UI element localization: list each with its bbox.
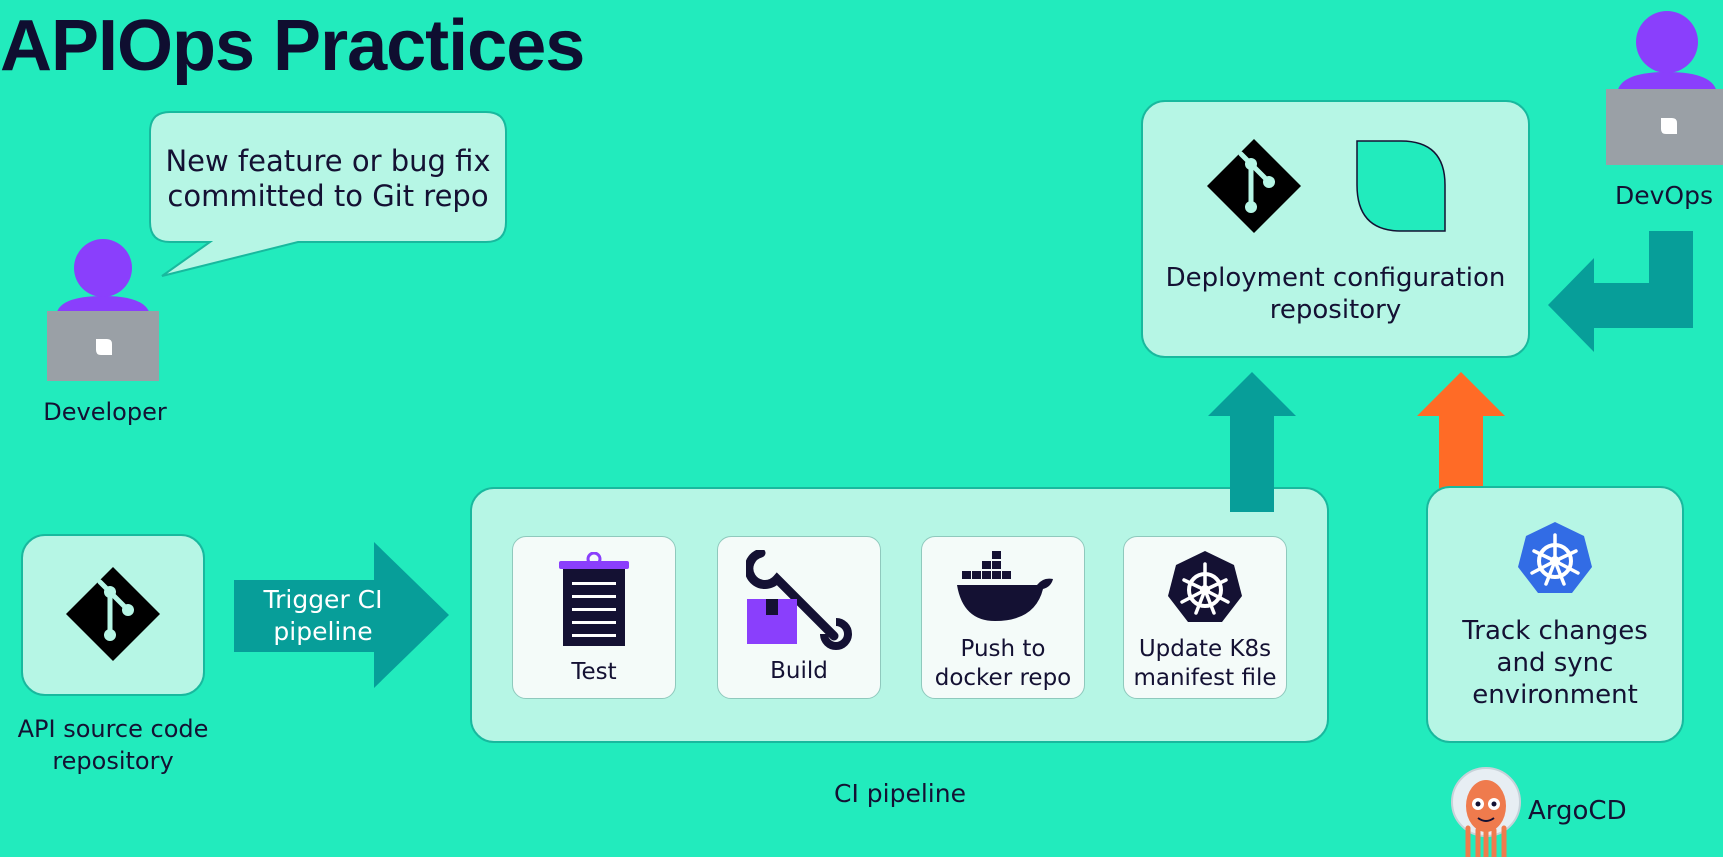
- kubernetes-icon: [1168, 551, 1242, 622]
- git-icon: [1207, 139, 1301, 233]
- ci-step-line-2: manifest file: [1133, 665, 1277, 691]
- trigger-ci-line-2: pipeline: [273, 617, 373, 646]
- trigger-ci-arrow: [234, 542, 449, 688]
- deploy-repo-label: Deployment configuration repository: [1141, 262, 1530, 326]
- devops-label: DevOps: [1615, 181, 1713, 210]
- ci-step-label: Build: [717, 657, 881, 686]
- ci-step-label: Test: [512, 658, 676, 687]
- speech-bubble-line-1: New feature or bug fix: [165, 144, 491, 178]
- source-repo-line-1: API source code: [17, 715, 209, 743]
- sync-box-line-3: environment: [1472, 680, 1638, 710]
- octopus-mascot-icon: [1451, 767, 1521, 857]
- speech-bubble: [149, 111, 507, 277]
- sync-box-line-2: and sync: [1496, 648, 1614, 678]
- ci-step-line-1: Build: [770, 658, 828, 684]
- person-body-icon: [1617, 72, 1717, 94]
- speech-bubble-line-2: committed to Git repo: [167, 179, 489, 213]
- sync-box-label: Track changes and sync environment: [1426, 615, 1684, 711]
- person-head-icon: [74, 239, 132, 297]
- ci-step-build: [717, 536, 881, 699]
- build-icon: [746, 550, 852, 650]
- deploy-repo-line-1: Deployment configuration: [1165, 263, 1506, 293]
- trigger-ci-line-1: Trigger CI: [263, 585, 383, 614]
- developer-person-icon: [47, 239, 159, 381]
- argocd-label: ArgoCD: [1528, 796, 1627, 826]
- wrench-icon: [746, 550, 839, 641]
- sync-box-line-1: Track changes: [1462, 616, 1648, 646]
- ci-step-line-1: Update K8s: [1138, 636, 1272, 662]
- ci-pipeline-label: CI pipeline: [834, 779, 966, 808]
- clipboard-icon: [559, 552, 629, 646]
- devops-bent-arrow: [1548, 231, 1693, 352]
- devops-person-icon: [1606, 11, 1723, 165]
- teal-up-arrow: [1208, 372, 1296, 512]
- speech-bubble-text: New feature or bug fix committed to Git …: [150, 144, 506, 214]
- ci-step-line-1: Test: [571, 659, 617, 685]
- orange-up-arrow: [1417, 372, 1505, 512]
- kubernetes-icon: [1518, 522, 1592, 593]
- source-repo-label: API source code repository: [0, 713, 226, 777]
- document-icon: [96, 339, 112, 355]
- deploy-repo-box: [1141, 100, 1530, 358]
- docker-whale-icon: [957, 551, 1053, 621]
- source-repo-line-2: repository: [52, 747, 174, 775]
- document-icon: [1356, 140, 1446, 232]
- ci-step-label: Push to docker repo: [921, 635, 1085, 693]
- person-head-icon: [1636, 11, 1698, 73]
- developer-label: Developer: [43, 398, 167, 426]
- trigger-ci-label: Trigger CI pipeline: [240, 584, 406, 648]
- document-icon: [1661, 118, 1677, 134]
- ci-step-label: Update K8s manifest file: [1123, 635, 1287, 693]
- git-icon: [66, 567, 160, 661]
- page-title: APIOps Practices: [0, 6, 585, 86]
- deploy-repo-line-2: repository: [1269, 295, 1402, 325]
- ci-step-line-2: docker repo: [934, 665, 1072, 691]
- ci-step-line-1: Push to: [960, 636, 1046, 662]
